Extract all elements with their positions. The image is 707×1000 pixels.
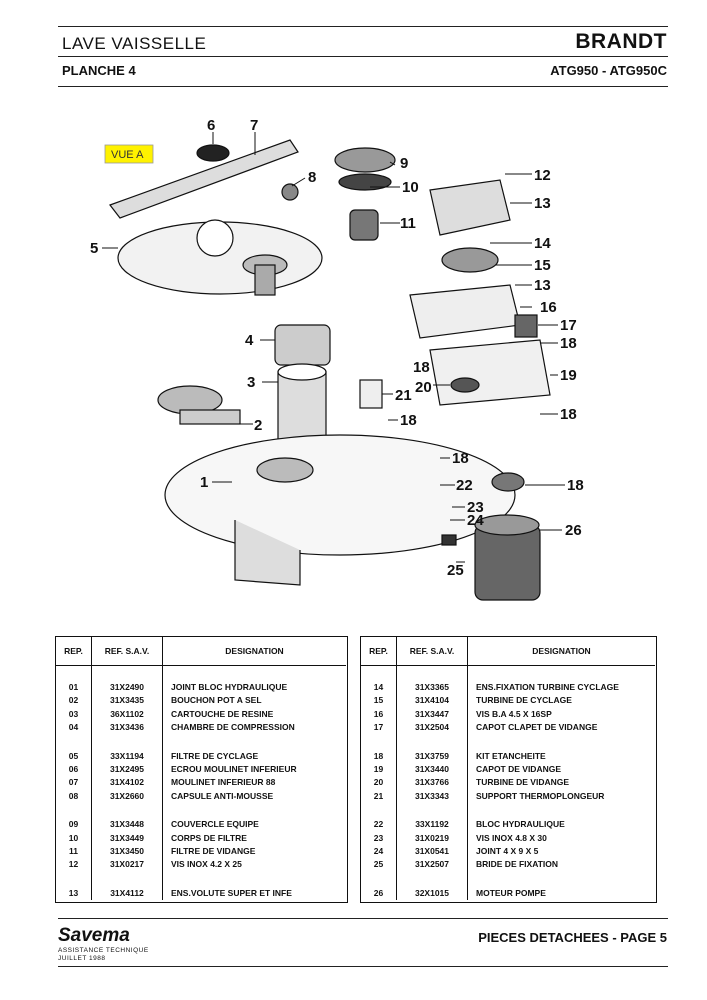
callout-3: 3 — [247, 374, 255, 391]
callout-13: 13 — [534, 195, 551, 212]
callout-18b: 18 — [413, 359, 430, 376]
callout-26: 26 — [565, 522, 582, 539]
footer-dept: ASSISTANCE TECHNIQUE — [58, 947, 149, 954]
col-ref: REF. S.A.V. — [91, 637, 163, 666]
callout-18d: 18 — [400, 412, 417, 429]
callout-25: 25 — [447, 562, 464, 579]
callout-24: 24 — [467, 512, 484, 529]
col-rep: REP. — [361, 637, 397, 666]
callout-9: 9 — [400, 155, 408, 172]
header-rule — [58, 56, 668, 57]
brand-name: BRANDT — [575, 30, 667, 53]
parts-table-left-frame — [55, 636, 348, 903]
callout-14: 14 — [534, 235, 551, 252]
callout-18a: 18 — [560, 335, 577, 352]
callout-10: 10 — [402, 179, 419, 196]
callout-4: 4 — [245, 332, 254, 349]
col-rep: REP. — [56, 637, 92, 666]
callout-6: 6 — [207, 117, 215, 134]
callout-13b: 13 — [534, 277, 551, 294]
callout-19: 19 — [560, 367, 577, 384]
savema-logo: Savema — [58, 925, 130, 946]
callout-15: 15 — [534, 257, 551, 274]
page-label: PIECES DETACHEES - PAGE 5 — [478, 930, 667, 945]
footer-date: JUILLET 1988 — [58, 955, 106, 962]
callout-18e: 18 — [452, 450, 469, 467]
callout-16: 16 — [540, 299, 557, 316]
callout-2: 2 — [254, 417, 262, 434]
model-numbers: ATG950 - ATG950C — [550, 63, 667, 78]
callout-23: 23 — [467, 499, 484, 516]
footer-rule — [58, 918, 668, 919]
header-bottom-rule — [58, 86, 668, 87]
callout-1: 1 — [200, 474, 208, 491]
callout-21: 21 — [395, 387, 412, 404]
callout-8: 8 — [308, 169, 316, 186]
callout-22: 22 — [456, 477, 473, 494]
top-rule — [58, 26, 668, 27]
plate-number: PLANCHE 4 — [62, 63, 136, 78]
vue-a-label: VUE A — [111, 149, 144, 161]
callout-18c: 18 — [560, 406, 577, 423]
exploded-parts-diagram: VUE A 6 7 8 9 10 11 — [90, 117, 584, 601]
callout-5: 5 — [90, 240, 98, 257]
bottom-rule — [58, 966, 668, 967]
callout-17: 17 — [560, 317, 577, 334]
col-designation: DESIGNATION — [162, 637, 346, 666]
callout-12: 12 — [534, 167, 551, 184]
col-ref: REF. S.A.V. — [396, 637, 468, 666]
callout-7: 7 — [250, 117, 258, 134]
callout-20: 20 — [415, 379, 432, 396]
callout-11: 11 — [400, 215, 416, 232]
parts-table-right-frame — [360, 636, 657, 903]
callout-18f: 18 — [567, 477, 584, 494]
col-designation: DESIGNATION — [467, 637, 655, 666]
document-title: LAVE VAISSELLE — [62, 34, 207, 53]
